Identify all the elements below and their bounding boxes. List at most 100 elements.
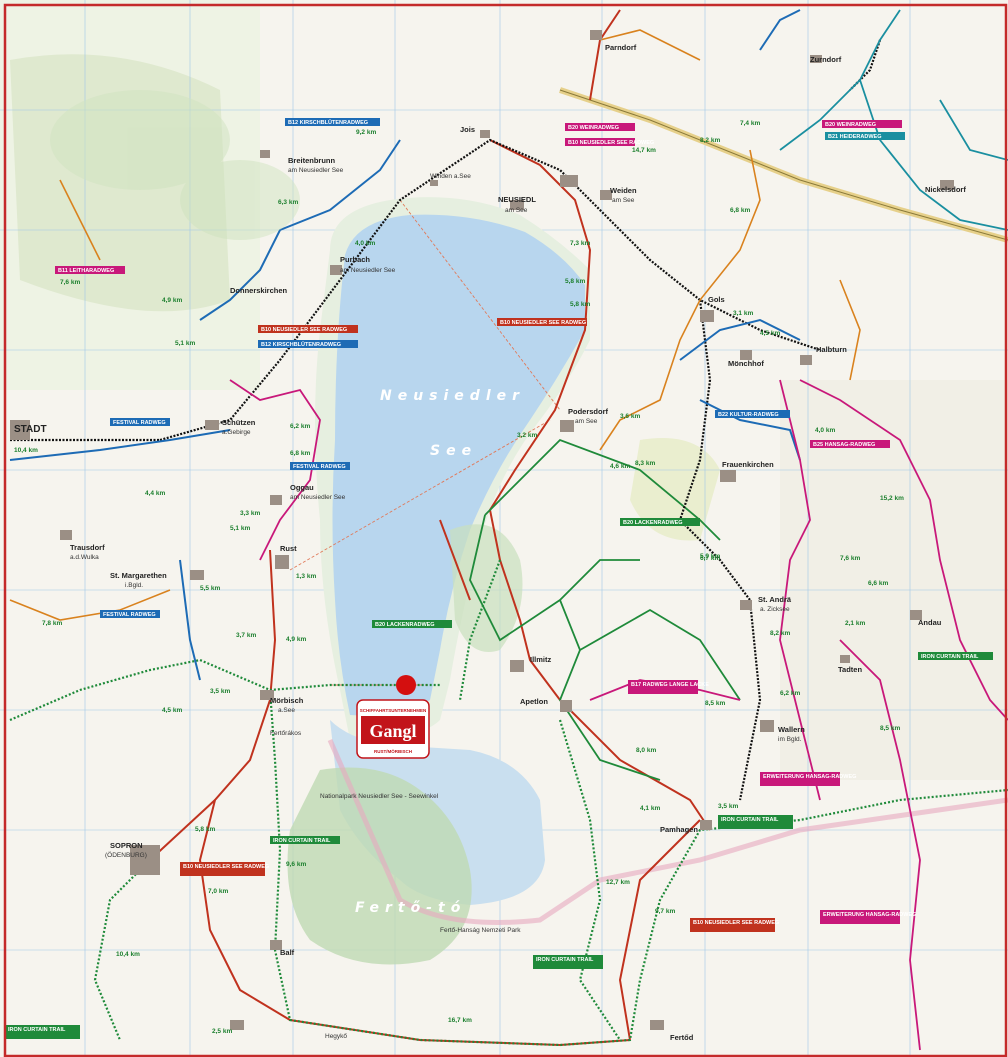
town-label: Balf xyxy=(280,948,295,957)
route-label: IRON CURTAIN TRAIL xyxy=(721,817,779,823)
town-label: im Bgld. xyxy=(778,736,802,743)
town-label: Apetlon xyxy=(520,697,548,706)
town-label: a.d.Wulka xyxy=(70,554,99,561)
route-label: IRON CURTAIN TRAIL xyxy=(273,838,331,844)
distance-label: 6,8 km xyxy=(290,450,310,457)
distance-label: 3,6 km xyxy=(620,413,640,420)
town-label: am See xyxy=(575,418,598,425)
distance-label: 3,5 km xyxy=(718,803,738,810)
national-park-area xyxy=(287,767,472,965)
town-label: Rust xyxy=(280,544,297,553)
route-label: B20 WEINRADWEG xyxy=(568,125,619,131)
distance-label: 5,8 km xyxy=(570,301,590,308)
distance-label: 6,3 km xyxy=(278,199,298,206)
town-label: i.Bgld. xyxy=(125,582,143,589)
distance-label: 3,1 km xyxy=(733,310,753,317)
route-label: B12 KIRSCHBLÜTENRADWEG xyxy=(288,119,368,126)
gangl-logo-band xyxy=(361,716,425,744)
distance-label: 8,3 km xyxy=(635,460,655,467)
town-label: Pamhagen xyxy=(660,825,698,834)
distance-label: 8,2 km xyxy=(770,630,790,637)
route-label: B20 LACKENRADWEG xyxy=(375,622,435,628)
route-label: IRON CURTAIN TRAIL xyxy=(536,957,594,963)
location-pin-icon[interactable] xyxy=(396,675,416,695)
distance-label: 4,5 km xyxy=(760,330,780,337)
route-hansag-magenta xyxy=(229,379,1008,1051)
park-label: Nationalpark Neusiedler See - Seewinkel xyxy=(320,793,439,800)
route-label: ERWEITERUNG HANSAG-RADWEG xyxy=(763,774,856,780)
highway-a4-line xyxy=(559,89,1008,241)
distance-label: 4,9 km xyxy=(286,636,306,643)
town-label: Mönchhof xyxy=(728,359,764,368)
town-label: am Neusiedler See xyxy=(340,267,396,274)
town-label: Mörbisch xyxy=(270,696,304,705)
lake-name-2: See xyxy=(430,443,477,459)
route-label: ERWEITERUNG HANSAG-RADWEG xyxy=(823,912,916,918)
town-label: Halbturn xyxy=(816,345,847,354)
town-label: Parndorf xyxy=(605,43,637,52)
distance-label: 1,3 km xyxy=(296,573,316,580)
leitha-mountains xyxy=(50,90,300,240)
town-label: STADT xyxy=(14,424,47,435)
distance-label: 7,3 km xyxy=(570,240,590,247)
town-label: Breitenbrunn xyxy=(288,156,336,165)
distance-label: 3,3 km xyxy=(240,510,260,517)
town-label: Weiden xyxy=(610,186,637,195)
town-label: am See xyxy=(505,207,528,214)
distance-labels: 9,2 km 6,3 km 4,0 km 4,9 km 5,1 km 7,6 k… xyxy=(14,120,904,1035)
distance-label: 8,5 km xyxy=(880,725,900,732)
distance-label: 5,9 km xyxy=(700,553,720,560)
lake-name-hu: Fertő-tó xyxy=(355,900,466,916)
town-label: Andau xyxy=(918,618,942,627)
park-label-hu: Fertő-Hanság Nemzeti Park xyxy=(440,927,521,934)
route-label: B20 WEINRADWEG xyxy=(825,122,876,128)
route-label: B12 KIRSCHBLÜTENRADWEG xyxy=(261,341,341,348)
route-label: B10 NEUSIEDLER SEE RADWEG xyxy=(183,864,269,870)
distance-label: 6,7 km xyxy=(700,555,720,562)
town-label: Schützen xyxy=(222,418,256,427)
route-label: B17 RADWEG LANGE LACKE xyxy=(631,682,709,688)
distance-label: 7,6 km xyxy=(60,279,80,286)
town-label: (ÖDENBURG) xyxy=(105,851,147,859)
distance-label: 6,8 km xyxy=(730,207,750,214)
town-label: Purbach xyxy=(340,255,370,264)
town-label: Donnerskirchen xyxy=(230,286,288,295)
town-label: Frauenkirchen xyxy=(722,460,774,469)
distance-label: 6,2 km xyxy=(290,423,310,430)
distance-label: 4,0 km xyxy=(815,427,835,434)
town-label: St. Andrä xyxy=(758,595,792,604)
route-label: FESTIVAL RADWEG xyxy=(113,420,166,426)
distance-label: 7,0 km xyxy=(208,888,228,895)
distance-label: 5,1 km xyxy=(175,340,195,347)
town-label: a. Zicksee xyxy=(760,606,790,613)
distance-label: 4,0 km xyxy=(355,240,375,247)
town-label: Jois xyxy=(460,125,475,134)
distance-label: 7,4 km xyxy=(740,120,760,127)
distance-label: 4,9 km xyxy=(162,297,182,304)
distance-label: 9,7 km xyxy=(655,908,675,915)
route-label: B25 HANSAG-RADWEG xyxy=(813,442,875,448)
map-frame xyxy=(3,3,1008,1057)
location-marker[interactable]: SCHIFFAHRTSUNTERNEHMEN Gangl RUST/MÖRBIS… xyxy=(356,675,430,759)
town-labels: NEUSIEDL am See Jois Winden a.See Breite… xyxy=(14,43,966,1042)
town-label: a.Gebirge xyxy=(222,429,251,436)
distance-label: 6,6 km xyxy=(868,580,888,587)
gangl-bottom-text: RUST/MÖRBISCH xyxy=(374,748,412,754)
town-label: Winden a.See xyxy=(430,173,471,180)
town-label: Nickelsdorf xyxy=(925,185,966,194)
route-label: IRON CURTAIN TRAIL xyxy=(8,1027,66,1033)
distance-label: 9,6 km xyxy=(286,861,306,868)
town-label: Fertőd xyxy=(670,1033,694,1042)
route-label: B10 NEUSIEDLER SEE RADWEG xyxy=(568,140,654,146)
distance-label: 7,6 km xyxy=(840,555,860,562)
route-label: B20 LACKENRADWEG xyxy=(623,520,683,526)
distance-label: 5,5 km xyxy=(200,585,220,592)
lake-neusiedl xyxy=(332,214,585,716)
distance-label: 6,2 km xyxy=(780,690,800,697)
route-weinradweg-orange xyxy=(9,29,861,621)
distance-label: 10,4 km xyxy=(116,951,140,958)
town-label: am Neusiedler See xyxy=(290,494,346,501)
route-label: B10 NEUSIEDLER SEE RADWEG xyxy=(500,320,586,326)
town-label: Fertőrákos xyxy=(270,730,302,737)
